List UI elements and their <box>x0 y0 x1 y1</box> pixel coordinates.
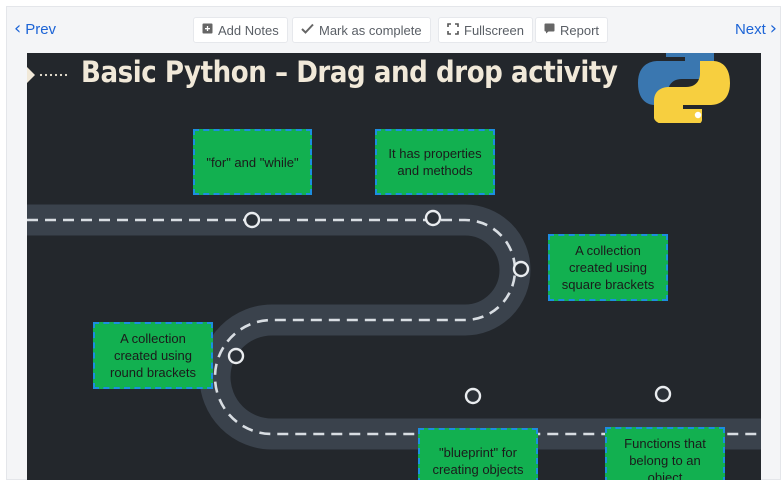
drag-card[interactable]: "for" and "while" <box>193 129 312 195</box>
roadmap-path <box>27 204 761 450</box>
fullscreen-label: Fullscreen <box>464 22 524 38</box>
next-link[interactable]: Next › <box>735 20 777 38</box>
flag-icon <box>544 23 555 37</box>
drag-card[interactable]: A collection created using square bracke… <box>548 234 668 301</box>
lesson-toolbar: ‹ Prev Add Notes Mark as complete Fullsc… <box>6 8 781 52</box>
python-logo-icon <box>638 53 730 123</box>
drag-card[interactable]: It has properties and methods <box>375 129 495 195</box>
chevron-right-icon: › <box>769 18 777 39</box>
check-icon <box>301 23 314 37</box>
mark-complete-button[interactable]: Mark as complete <box>292 17 431 43</box>
report-label: Report <box>560 22 600 38</box>
title-arrow-icon <box>27 67 68 83</box>
add-notes-button[interactable]: Add Notes <box>193 17 288 43</box>
report-button[interactable]: Report <box>535 17 609 43</box>
add-notes-label: Add Notes <box>218 22 279 38</box>
slide-title: Basic Python – Drag and drop activity <box>81 55 618 89</box>
drag-card[interactable]: Functions that belong to an object <box>605 427 725 480</box>
fullscreen-icon <box>447 22 459 38</box>
prev-label: Prev <box>25 20 57 38</box>
note-icon <box>202 23 213 37</box>
drag-card[interactable]: "blueprint" for creating objects <box>418 428 538 480</box>
drag-card[interactable]: A collection created using round bracket… <box>93 322 213 389</box>
mark-complete-label: Mark as complete <box>319 22 422 38</box>
chevron-left-icon: ‹ <box>14 18 22 39</box>
fullscreen-button[interactable]: Fullscreen <box>438 17 533 43</box>
prev-link[interactable]: ‹ Prev <box>14 20 56 38</box>
next-label: Next <box>734 20 766 38</box>
activity-slide: Basic Python – Drag and drop activity "f… <box>27 53 761 480</box>
